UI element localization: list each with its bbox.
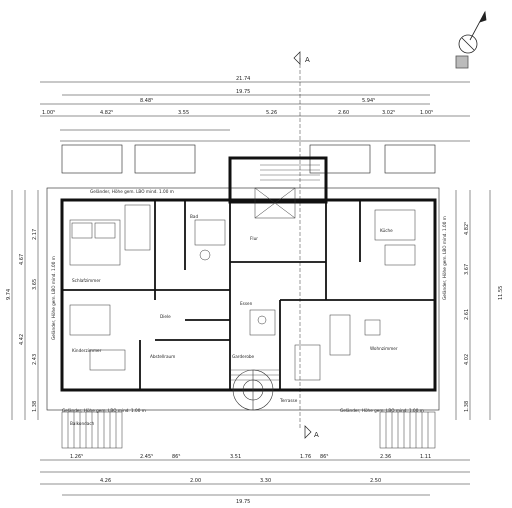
note-railing-bottom-left: Geländer, Höhe gem. LBO mind. 1.00 m [62,408,146,413]
note-railing-right-side: Geländer, Höhe gem. LBO mind. 1.00 m [442,216,447,300]
note-railing-top-left: Geländer, Höhe gem. LBO mind. 1.00 m [90,189,174,194]
dim-bot-row2-3: 2.50 [370,478,381,484]
dim-left-4: 3.65 [32,279,38,290]
dim-bot-row2-0: 4.26 [100,478,111,484]
dim-left-3: 2.17 [32,229,38,240]
dim-bot-row1-1: 2.45⁵ [140,454,153,460]
room-kinderzimmer: Kinderzimmer [72,348,102,353]
room-terrasse: Terrasse [279,398,298,403]
dim-bot-row1-5: 86⁵ [320,454,328,460]
dim-top-overall: 21.74 [236,76,250,82]
dim-bot-row2-2: 3.30 [260,478,271,484]
dim-bot-row1-0: 1.26⁵ [70,454,83,460]
dim-bot-row1-2: 86⁵ [172,454,180,460]
room-bad: Bad [190,214,198,219]
top-dimensions [40,81,470,142]
dim-top-row4-2: 3.55 [178,110,189,116]
dim-left-6: 1.38 [32,401,38,412]
room-schlafzimmer: Schlafzimmer [72,278,101,283]
note-railing-bottom-right: Geländer, Höhe gem. LBO mind. 1.00 m [340,408,424,413]
dim-right-0: 11.55 [498,286,504,300]
dim-left-2: 4.42 [19,334,25,345]
dim-right-1: 4.82⁵ [464,222,470,235]
dim-right-5: 1.38 [464,401,470,412]
interior-walls [62,200,435,390]
staircase [230,164,320,381]
dim-bot-overall: 19.75 [236,499,250,505]
dim-top-row4-5: 3.02⁵ [382,110,395,116]
section-marker-top: A [293,51,310,430]
room-kueche: Küche [380,228,393,233]
right-dimensions [455,190,491,420]
dim-left-1: 4.67 [19,254,25,265]
dim-bot-row1-6: 2.36 [380,454,391,460]
dim-top-row4-0: 1.00⁵ [42,110,55,116]
dim-right-3: 2.61 [464,309,470,320]
dim-bot-row1-7: 1.11 [420,454,431,460]
dim-left-0: 9.74 [6,289,12,300]
balcony-outline [46,144,440,411]
dim-bot-row1-3: 3.51 [230,454,241,460]
section-label-bottom: A [314,431,319,439]
dim-top-row3-0: 8.48⁵ [140,98,153,104]
note-railing-left-side: Geländer, Höhe gem. LBO mind. 1.00 m [51,256,56,340]
north-arrow-icon [455,10,487,69]
left-dimensions [11,190,39,420]
bottom-dimensions [40,459,470,496]
dim-top-row2: 19.75 [236,89,250,95]
room-garderobe: Garderobe [232,354,255,359]
room-essen: Essen [240,301,253,306]
room-abstellraum: Abstellraum [150,354,175,359]
room-diele: Diele [160,314,171,319]
spiral-terrace [232,369,274,411]
label-balkondach: Balkondach [70,421,95,426]
section-label-top: A [305,56,310,64]
dim-left-5: 2.43 [32,354,38,365]
dim-top-row4-4: 2.60 [338,110,349,116]
dim-right-2: 3.67 [464,264,470,275]
dim-top-row4-3: 5.26 [266,110,277,116]
dim-right-4: 4.02 [464,354,470,365]
bottom-balconies [61,411,436,449]
dim-top-row3-1: 5.94⁵ [362,98,375,104]
dim-bot-row2-1: 2.00 [190,478,201,484]
furniture [69,187,416,381]
section-marker-bottom: A [304,425,319,439]
dim-top-row4-1: 4.82⁵ [100,110,113,116]
room-wohnzimmer: Wohnzimmer [370,346,398,351]
room-flur: Flur [250,236,258,241]
dim-top-row4-6: 1.00⁵ [420,110,433,116]
dim-bot-row1-4: 1.76 [300,454,311,460]
